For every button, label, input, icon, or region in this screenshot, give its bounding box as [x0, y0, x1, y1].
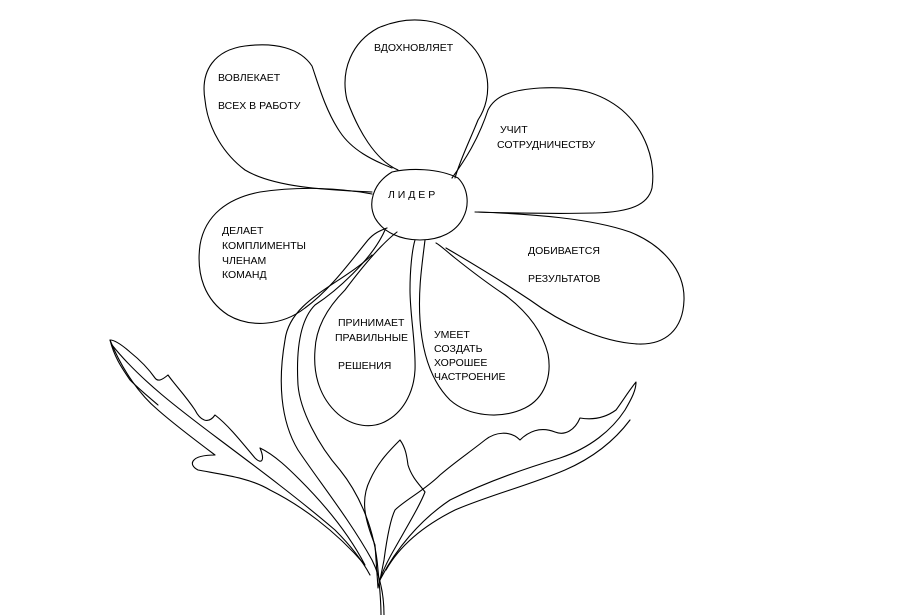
label-decisions-line-1: ПРИНИМАЕТ: [338, 317, 405, 329]
label-decisions-line-2: ПРАВИЛЬНЫЕ: [335, 332, 408, 344]
label-involves-line-2: ВСЕХ В РАБОТУ: [218, 100, 301, 112]
leaf-center: [364, 439, 426, 589]
label-compliments-line-2: КОМПЛИМЕНТЫ: [222, 240, 306, 252]
label-results-line-1: ДОБИВАЕТСЯ: [528, 245, 600, 257]
label-mood: УМЕЕТ СОЗДАТЬ ХОРОШЕЕ ЧАСТРОЕНИЕ: [434, 329, 506, 383]
label-results-line-2: РЕЗУЛЬТАТОВ: [528, 273, 600, 285]
stem-left-edge: [280, 254, 385, 615]
petal-compliments: [198, 187, 388, 324]
center-label: Л И Д Е Р: [388, 189, 435, 201]
label-compliments-line-4: КОМАНД: [222, 269, 267, 281]
leaf-left-tip: [109, 339, 159, 406]
label-inspires-line-1: ВДОХНОВЛЯЕТ: [374, 42, 454, 54]
label-inspires: ВДОХНОВЛЯЕТ: [374, 42, 454, 54]
label-decisions-line-3: РЕШЕНИЯ: [338, 360, 391, 372]
leaf-left-inner: [111, 344, 371, 576]
stem-right-edge: [297, 229, 386, 615]
label-compliments: ДЕЛАЕТ КОМПЛИМЕНТЫ ЧЛЕНАМ КОМАНД: [222, 225, 306, 281]
center-disc: [371, 169, 468, 241]
label-mood-line-4: ЧАСТРОЕНИЕ: [434, 371, 506, 383]
petal-inspires: [344, 19, 489, 179]
label-involves: ВОВЛЕКАЕТ ВСЕХ В РАБОТУ: [218, 72, 301, 112]
petal-involves: [203, 44, 393, 193]
leaf-left: [109, 339, 366, 566]
label-involves-line-1: ВОВЛЕКАЕТ: [218, 72, 281, 84]
label-teaches-line-1: УЧИТ: [500, 124, 528, 136]
leaf-right-inner: [385, 419, 631, 571]
label-compliments-line-1: ДЕЛАЕТ: [222, 225, 264, 237]
petal-results: [445, 211, 685, 345]
label-teaches: УЧИТ СОТРУДНИЧЕСТВУ: [497, 124, 595, 151]
petal-mood: [418, 239, 550, 416]
label-mood-line-2: СОЗДАТЬ: [434, 343, 483, 355]
label-decisions: ПРИНИМАЕТ ПРАВИЛЬНЫЕ РЕШЕНИЯ: [335, 317, 408, 372]
center-label-text: Л И Д Е Р: [388, 189, 435, 201]
leaf-right: [379, 381, 637, 581]
label-compliments-line-3: ЧЛЕНАМ: [222, 255, 266, 267]
label-teaches-line-2: СОТРУДНИЧЕСТВУ: [497, 139, 595, 151]
label-results: ДОБИВАЕТСЯ РЕЗУЛЬТАТОВ: [528, 245, 600, 285]
petal-teaches: [451, 87, 654, 214]
label-mood-line-1: УМЕЕТ: [434, 329, 470, 341]
petal-decisions: [314, 231, 416, 427]
label-mood-line-3: ХОРОШЕЕ: [434, 357, 487, 369]
